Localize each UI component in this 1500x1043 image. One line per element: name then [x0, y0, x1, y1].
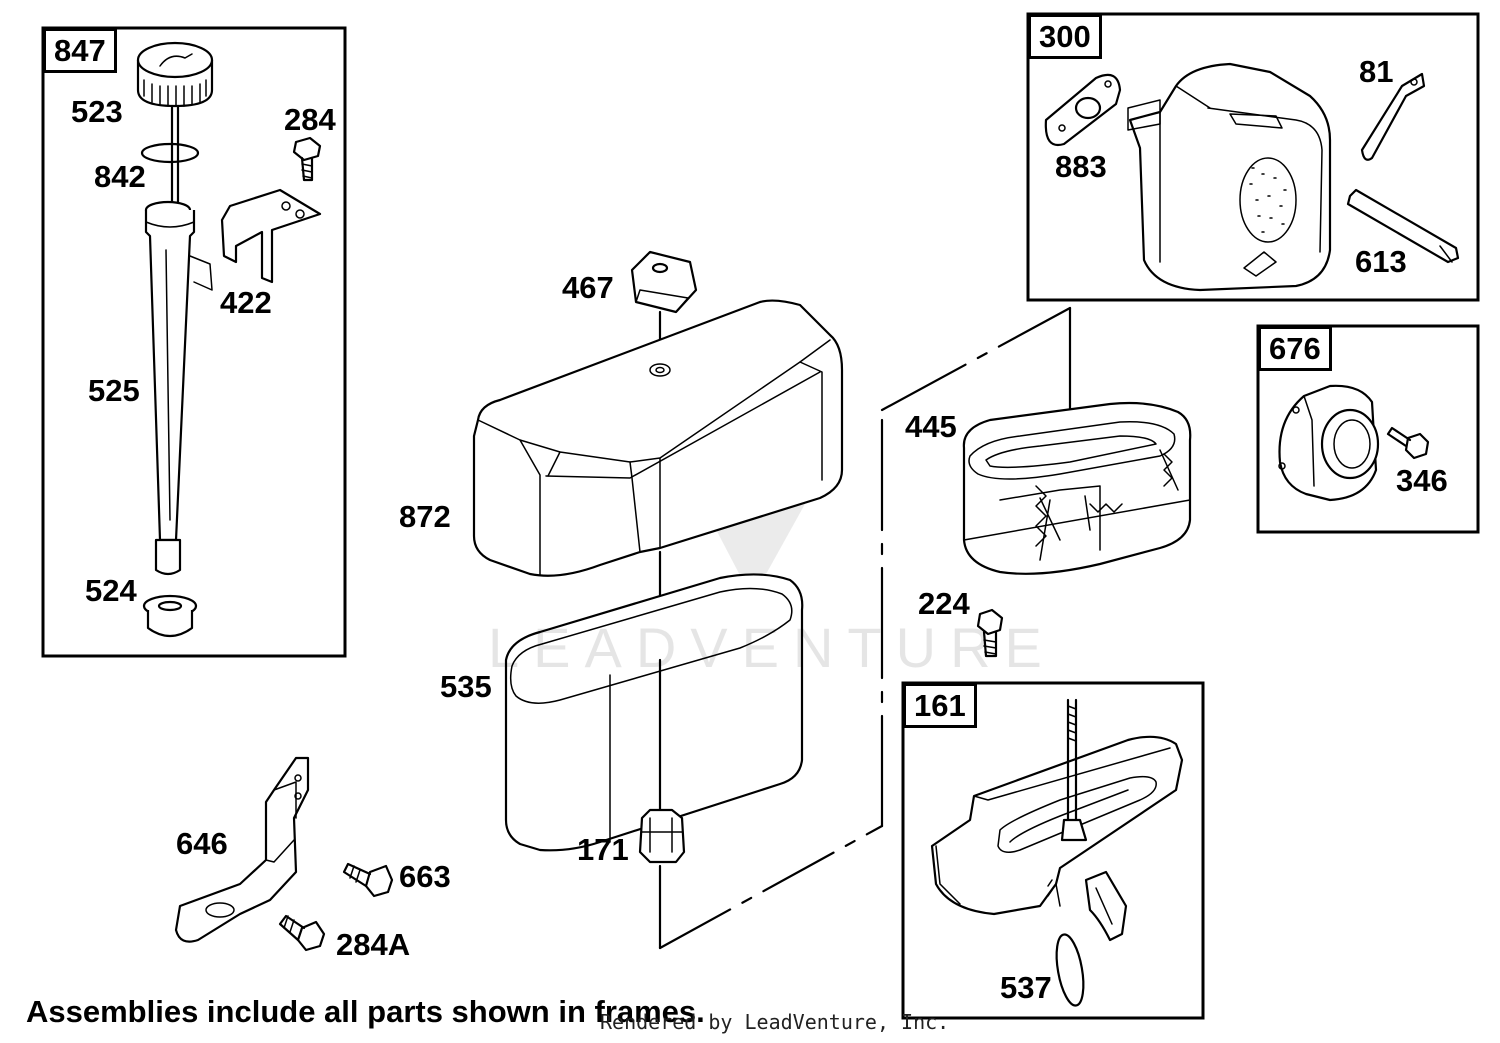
part-label-81[interactable]: 81: [1359, 54, 1394, 89]
frame-label-300: 300: [1028, 14, 1102, 59]
part-label-445[interactable]: 445: [905, 409, 957, 444]
frame-label-676: 676: [1258, 326, 1332, 371]
part-label-842[interactable]: 842: [94, 159, 146, 194]
part-label-284[interactable]: 284: [284, 102, 336, 137]
clip-81-drawing: [1360, 72, 1426, 161]
o-ring-537-drawing: [1055, 933, 1085, 1007]
part-label-523[interactable]: 523: [71, 94, 123, 129]
frame-300: [1026, 12, 1480, 302]
part-label-171[interactable]: 171: [577, 832, 629, 867]
air-cleaner-cover-872-drawing: [472, 299, 844, 577]
part-label-422[interactable]: 422: [220, 285, 272, 320]
air-cleaner-base-161-drawing: [930, 735, 1184, 942]
part-label-613[interactable]: 613: [1355, 244, 1407, 279]
part-label-663[interactable]: 663: [399, 859, 451, 894]
filter-445-drawing: [962, 401, 1192, 575]
adapter-676-drawing: [1278, 384, 1380, 502]
part-label-524[interactable]: 524: [85, 573, 137, 608]
part-label-646[interactable]: 646: [176, 826, 228, 861]
gasket-883-drawing: [1044, 73, 1122, 147]
footer-note: Assemblies include all parts shown in fr…: [26, 994, 705, 1029]
muffler-drawing: [1127, 62, 1332, 292]
screw-284-drawing: [292, 136, 322, 182]
dipstick-tube-drawing: [144, 200, 213, 576]
pin-613-drawing: [1346, 188, 1460, 264]
pre-cleaner-535-drawing: [504, 573, 804, 852]
o-ring-842-drawing: [140, 142, 200, 164]
grommet-171-drawing: [638, 808, 686, 864]
frame-label-847: 847: [43, 28, 117, 73]
render-credit: Rendered by LeadVenture, Inc.: [600, 1010, 950, 1034]
frame-676: [1256, 324, 1480, 534]
bracket-646-drawing: [174, 756, 310, 943]
frame-847: [41, 26, 347, 658]
screw-224-drawing: [976, 608, 1004, 658]
knob-467-drawing: [630, 250, 698, 314]
part-label-346[interactable]: 346: [1396, 463, 1448, 498]
part-label-535[interactable]: 535: [440, 669, 492, 704]
part-label-537[interactable]: 537: [1000, 970, 1052, 1005]
frame-label-161: 161: [903, 683, 977, 728]
screw-284a-drawing: [278, 914, 326, 952]
grommet-524-drawing: [142, 594, 198, 638]
bracket-422-drawing: [220, 188, 322, 284]
part-label-525[interactable]: 525: [88, 373, 140, 408]
screw-663-drawing: [342, 862, 394, 898]
part-label-872[interactable]: 872: [399, 499, 451, 534]
watermark-text: LEADVENTURE: [488, 616, 1056, 679]
stud-drawing: [1060, 698, 1088, 842]
part-label-467[interactable]: 467: [562, 270, 614, 305]
frame-161: [901, 681, 1205, 1020]
part-label-284a[interactable]: 284A: [336, 927, 411, 962]
screw-346-drawing: [1386, 426, 1430, 460]
part-label-224[interactable]: 224: [918, 586, 970, 621]
dipstick-cap-drawing: [136, 41, 214, 212]
part-label-883[interactable]: 883: [1055, 149, 1107, 184]
